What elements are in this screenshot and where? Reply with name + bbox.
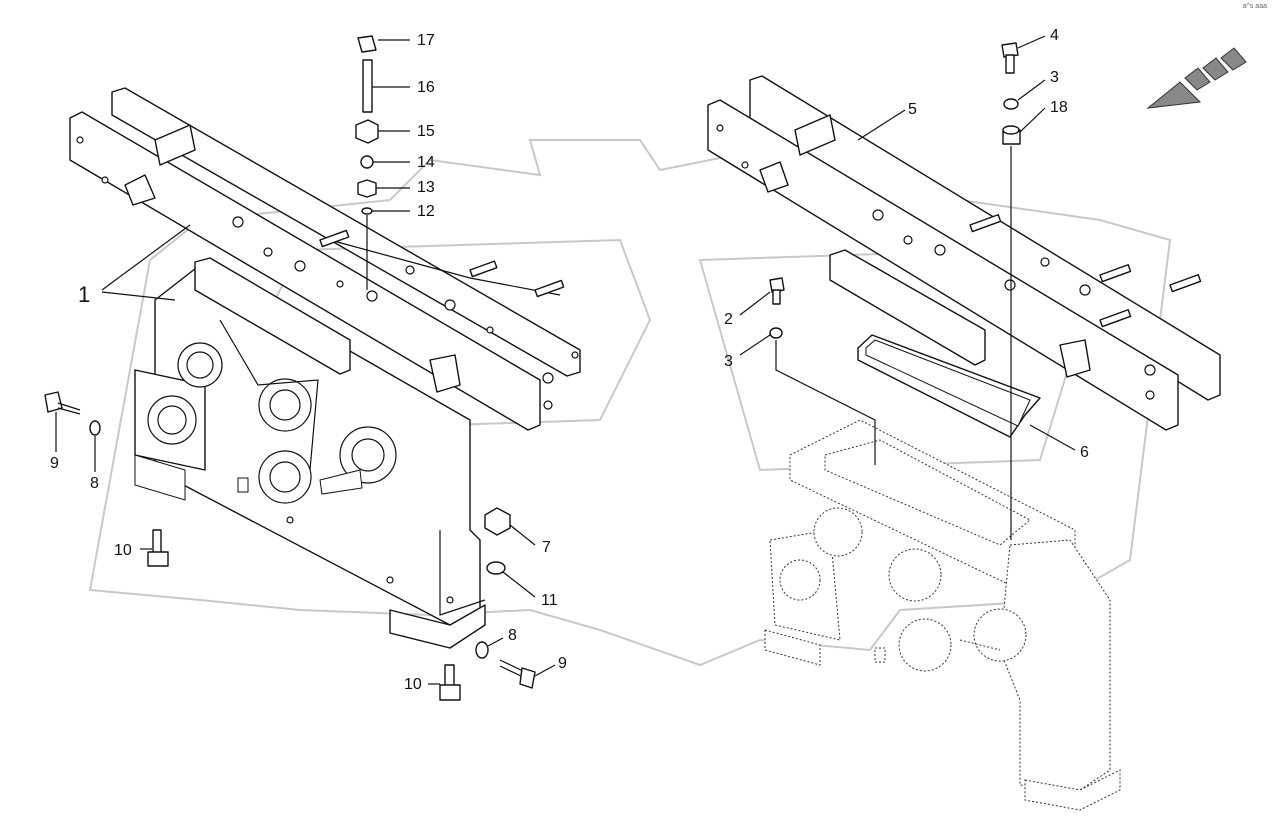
callout-9-right: 9 xyxy=(558,655,567,672)
left-assembly xyxy=(44,35,581,701)
spacer-18 xyxy=(1002,125,1021,145)
callout-11: 11 xyxy=(541,592,558,609)
bolt-10-right xyxy=(439,664,461,701)
callout-13: 13 xyxy=(417,179,435,196)
phantom-base-assembly xyxy=(764,419,1121,811)
bolt-2 xyxy=(769,277,785,305)
pin-16 xyxy=(362,59,373,113)
frame-side-plate xyxy=(134,264,486,649)
callout-8-left: 8 xyxy=(90,475,99,492)
nut-7 xyxy=(484,507,511,536)
washer-8-right xyxy=(475,641,489,659)
washer-12 xyxy=(361,207,373,215)
nut-15 xyxy=(355,119,379,144)
callout-1: 1 xyxy=(78,282,90,307)
cap-17 xyxy=(357,35,377,53)
callout-labels: 1 17 16 15 14 13 12 9 8 10 7 11 8 9 10 4… xyxy=(50,27,1089,693)
upper-frame-rails xyxy=(69,87,581,431)
washer-11 xyxy=(486,561,506,575)
callout-3-top: 3 xyxy=(1050,69,1059,86)
bolt-9-right xyxy=(499,659,536,689)
callout-9-left: 9 xyxy=(50,455,59,472)
callout-18: 18 xyxy=(1050,99,1068,116)
frame-rails-5 xyxy=(707,75,1221,431)
bolt-9-left xyxy=(44,391,81,415)
right-assembly xyxy=(707,42,1221,811)
callout-7: 7 xyxy=(542,539,551,556)
callout-leaders xyxy=(55,35,1076,685)
callout-14: 14 xyxy=(417,154,435,171)
callout-15: 15 xyxy=(417,123,435,140)
washer-8-left xyxy=(89,420,101,436)
callout-10-left: 10 xyxy=(114,542,132,559)
callout-4: 4 xyxy=(1050,27,1059,44)
gasket-6 xyxy=(857,334,1041,438)
washer-3-top xyxy=(1003,98,1019,110)
callout-10-right: 10 xyxy=(404,676,422,693)
bolt-10-left xyxy=(147,529,169,567)
callout-12: 12 xyxy=(417,203,435,220)
callout-3-bottom: 3 xyxy=(724,353,733,370)
washer-14 xyxy=(360,155,374,169)
direction-arrow-icon xyxy=(1146,47,1247,109)
callout-8-right: 8 xyxy=(508,627,517,644)
callout-2: 2 xyxy=(724,311,733,328)
callout-16: 16 xyxy=(417,79,435,96)
washer-3-bottom xyxy=(769,327,783,339)
drawing-code: a^s aaa xyxy=(1242,3,1267,10)
nut-13 xyxy=(357,179,377,198)
bolt-4 xyxy=(1001,42,1019,74)
callout-17: 17 xyxy=(417,32,435,49)
callout-6: 6 xyxy=(1080,444,1089,461)
callout-5: 5 xyxy=(908,101,917,118)
